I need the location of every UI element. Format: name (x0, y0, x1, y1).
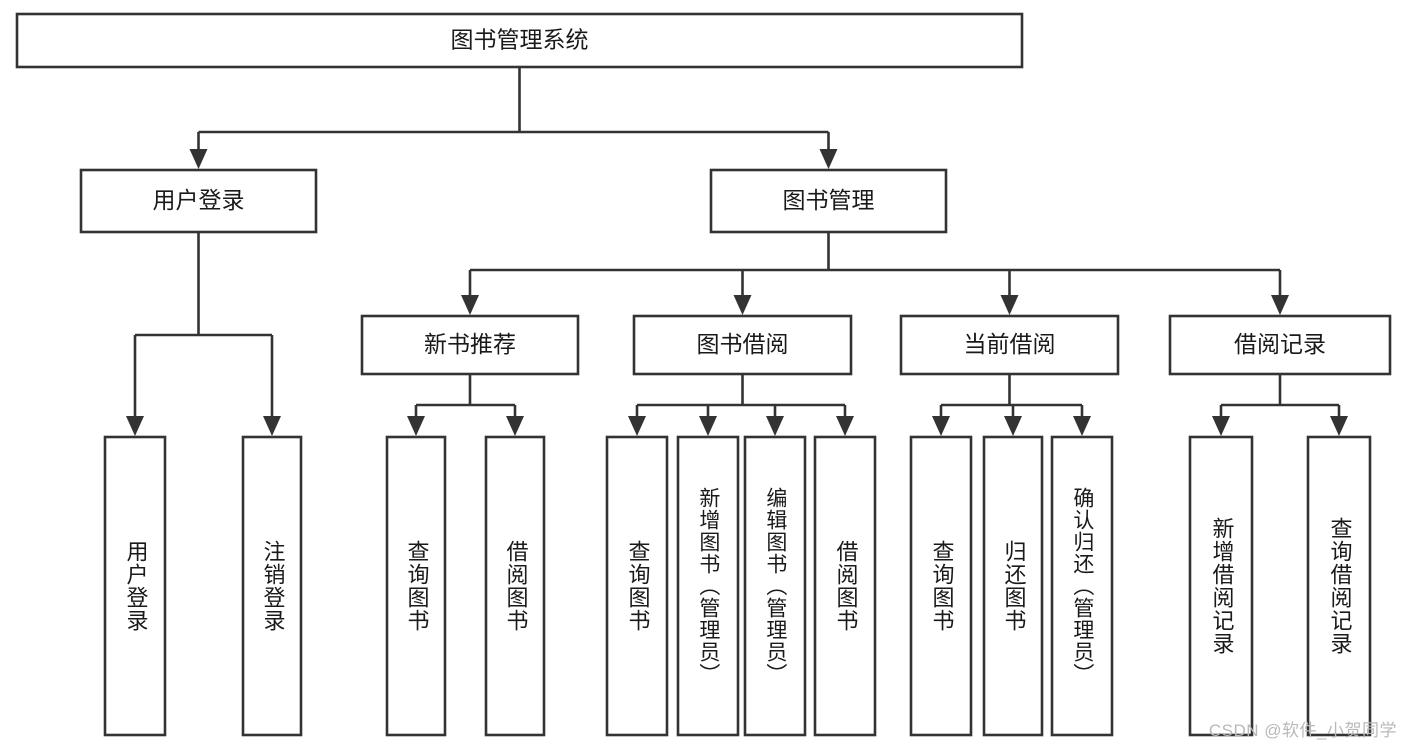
node-box-leaf9[interactable] (909, 435, 973, 737)
node-box-leaf11[interactable] (1050, 435, 1114, 737)
node-box-leaf2[interactable] (241, 435, 303, 737)
node-box-newrec[interactable] (360, 314, 580, 376)
node-box-leaf3[interactable] (385, 435, 447, 737)
node-box-bookmgmt[interactable] (709, 168, 948, 234)
node-box-root[interactable] (15, 12, 1024, 69)
node-box-login[interactable] (79, 168, 318, 234)
node-box-leaf12[interactable] (1188, 435, 1254, 737)
node-box-leaf7[interactable] (743, 435, 807, 737)
node-leaf13[interactable] (1306, 435, 1372, 737)
node-label-current: 当前借阅 (964, 331, 1056, 357)
node-newrec[interactable]: 新书推荐 (360, 314, 580, 376)
node-label-root: 图书管理系统 (451, 27, 589, 53)
node-leaf6[interactable] (676, 435, 740, 737)
node-leaf12[interactable] (1188, 435, 1254, 737)
node-leaf2[interactable] (241, 435, 303, 737)
node-box-leaf10[interactable] (982, 435, 1044, 737)
node-label-records: 借阅记录 (1234, 331, 1326, 357)
node-current[interactable]: 当前借阅 (899, 314, 1120, 376)
node-login[interactable]: 用户登录 (79, 168, 318, 234)
node-box-leaf13[interactable] (1306, 435, 1372, 737)
node-leaf5[interactable] (605, 435, 669, 737)
node-box-leaf1[interactable] (103, 435, 167, 737)
node-leaf4[interactable] (484, 435, 546, 737)
node-bookmgmt[interactable]: 图书管理 (709, 168, 948, 234)
node-label-newrec: 新书推荐 (424, 331, 516, 357)
watermark-text: CSDN @软件_小贺同学 (1208, 721, 1397, 740)
node-label-bookmgmt: 图书管理 (783, 187, 875, 213)
node-records[interactable]: 借阅记录 (1168, 314, 1392, 376)
node-box-records[interactable] (1168, 314, 1392, 376)
node-leaf7[interactable] (743, 435, 807, 737)
node-box-leaf5[interactable] (605, 435, 669, 737)
node-leaf3[interactable] (385, 435, 447, 737)
node-box-leaf8[interactable] (813, 435, 877, 737)
node-label-login: 用户登录 (153, 187, 245, 213)
node-leaf11[interactable] (1050, 435, 1114, 737)
node-borrow[interactable]: 图书借阅 (632, 314, 853, 376)
node-box-leaf6[interactable] (676, 435, 740, 737)
node-box-current[interactable] (899, 314, 1120, 376)
edges-layer (126, 67, 1348, 436)
node-root[interactable]: 图书管理系统 (15, 12, 1024, 69)
node-leaf1[interactable] (103, 435, 167, 737)
node-leaf10[interactable] (982, 435, 1044, 737)
node-label-borrow: 图书借阅 (697, 331, 789, 357)
node-leaf9[interactable] (909, 435, 973, 737)
node-box-borrow[interactable] (632, 314, 853, 376)
node-leaf8[interactable] (813, 435, 877, 737)
node-box-leaf4[interactable] (484, 435, 546, 737)
